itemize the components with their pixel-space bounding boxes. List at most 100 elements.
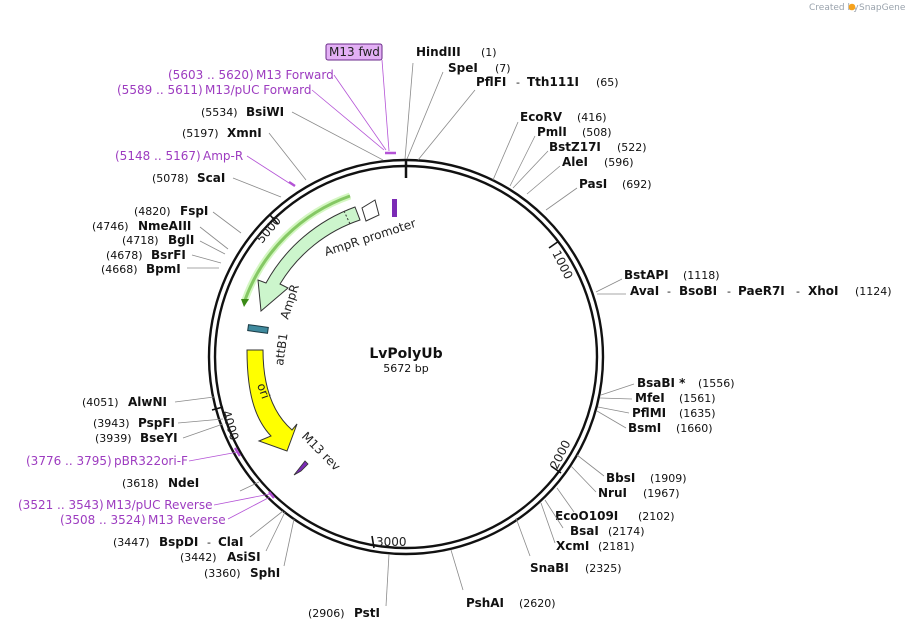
primer-m13-forward-range: (5603 .. 5620) [168,68,254,82]
enzyme-clai: ClaI [218,535,243,549]
enzyme-ecoo109i: EcoO109I [555,509,618,523]
primer-amp-r-range: (5148 .. 5167) [115,149,201,163]
svg-text:(522): (522) [617,141,647,154]
svg-text:(3943): (3943) [93,417,130,430]
svg-text:(416): (416) [577,111,607,124]
credit-brand: SnapGene [859,3,906,13]
enzyme-bbsi: BbsI [606,471,635,485]
enzyme-mfei: MfeI [635,391,665,405]
enzyme-ecorv: EcoRV [520,110,563,124]
primer-pbr322ori-f-range: (3776 .. 3795) [26,454,112,468]
svg-text:(1124): (1124) [855,285,892,298]
feature-attb1: attB1 [247,324,291,366]
primer-site-ampr-promoter [392,199,397,217]
enzyme-fspi: FspI [180,204,208,218]
credit-created-by: Created by [809,3,859,13]
enzyme-bsmi: BsmI [628,421,661,435]
primer-m13-puc-forward: M13/pUC Forward [205,83,312,97]
enzyme-psti: PstI [354,606,380,620]
svg-text:(2181): (2181) [598,540,635,553]
feature-ori: ori [246,349,298,452]
svg-text:(2906): (2906) [308,607,345,620]
enzyme-bsiwi: BsiWI [246,105,284,119]
primer-m13-forward: M13 Forward [256,68,334,82]
enzyme-ndei: NdeI [168,476,199,490]
svg-text:(2620): (2620) [519,597,556,610]
primer-amp-r: Amp-R [203,149,243,163]
primer-m13-puc-reverse: M13/pUC Reverse [106,498,213,512]
enzyme-xhoi: XhoI [808,284,839,298]
enzyme-pspfi: PspFI [138,416,175,430]
svg-text:(4668): (4668) [101,263,138,276]
m13-fwd-label: M13 fwd [329,45,380,59]
enzyme-bstz17i: BstZ17I [549,140,601,154]
enzyme-bstapi: BstAPI [624,268,669,282]
enzyme-snabi: SnaBI [530,561,569,575]
svg-text:(1635): (1635) [679,407,716,420]
enzyme-spei: SpeI [448,61,478,75]
svg-text:ori: ori [254,381,272,400]
svg-text:-: - [727,285,731,298]
svg-text:(5534): (5534) [201,106,238,119]
svg-text:(1967): (1967) [643,487,680,500]
svg-text:(5197): (5197) [182,127,219,140]
plasmid-length: 5672 bp [383,362,428,375]
svg-text:(3442): (3442) [180,551,217,564]
svg-text:-: - [207,536,211,549]
enzyme-hindiii: HindIII [416,45,461,59]
svg-text:(508): (508) [582,126,612,139]
ruler-tick-3000: 3000 [371,535,407,549]
ampr-cds-highlight [241,192,352,302]
enzyme-bsrfi: BsrFI [151,248,186,262]
svg-text:(3360): (3360) [204,567,241,580]
enzyme-scai: ScaI [197,171,225,185]
primer-m13-reverse-range: (3508 .. 3524) [60,513,146,527]
enzyme-pflfi: PflFI [476,75,506,89]
enzyme-pflmi: PflMI [632,406,666,420]
svg-text:(4718): (4718) [122,234,159,247]
svg-text:(1561): (1561) [679,392,716,405]
svg-text:(2102): (2102) [638,510,675,523]
svg-text:(3618): (3618) [122,477,159,490]
svg-text:(692): (692) [622,178,652,191]
enzyme-nmeaiii: NmeAIII [138,219,191,233]
primer-m13-puc-reverse-range: (3521 .. 3543) [18,498,104,512]
primer-m13-puc-forward-range: (5589 .. 5611) [117,83,203,97]
enzyme-sphi: SphI [250,566,280,580]
enzyme-paer7i: PaeR7I [738,284,785,298]
enzyme-bsobi: BsoBI [679,284,717,298]
primer-pbr322ori-f: pBR322ori-F [114,454,188,468]
svg-text:(1118): (1118) [683,269,720,282]
svg-text:attB1: attB1 [272,332,290,366]
svg-text:1000: 1000 [549,248,575,282]
svg-text:(5078): (5078) [152,172,189,185]
enzyme-bgli: BglI [168,233,194,247]
enzyme-bpmi: BpmI [146,262,181,276]
plasmid-name: LvPolyUb [369,346,442,362]
m13-reverse-site [268,491,275,499]
enzyme-bsai: BsaI [570,524,599,538]
ampr-cds-arrowhead [241,299,249,307]
enzyme-pmli: PmlI [537,125,567,139]
svg-text:(65): (65) [596,76,619,89]
svg-text:(7): (7) [495,62,511,75]
enzyme-xcmi: XcmI [556,539,589,553]
svg-text:(2325): (2325) [585,562,622,575]
enzyme-bseyi: BseYI [140,431,178,445]
svg-text:(4746): (4746) [92,220,129,233]
enzyme-asisi: AsiSI [227,550,261,564]
svg-text:-: - [667,285,671,298]
svg-text:(2174): (2174) [608,525,645,538]
enzyme-pshai: PshAI [466,596,504,610]
svg-text:3000: 3000 [376,535,407,549]
enzyme-bspdi: BspDI [159,535,198,549]
svg-text:(4820): (4820) [134,205,171,218]
primer-m13-reverse: M13 Reverse [148,513,226,527]
amp-r-primer-site [288,180,296,188]
enzyme-alwni: AlwNI [128,395,167,409]
svg-text:(1): (1) [481,46,497,59]
svg-text:(4678): (4678) [106,249,143,262]
svg-text:(1909): (1909) [650,472,687,485]
m13-fwd-highlight-box[interactable] [325,43,383,61]
svg-text:(4051): (4051) [82,396,119,409]
